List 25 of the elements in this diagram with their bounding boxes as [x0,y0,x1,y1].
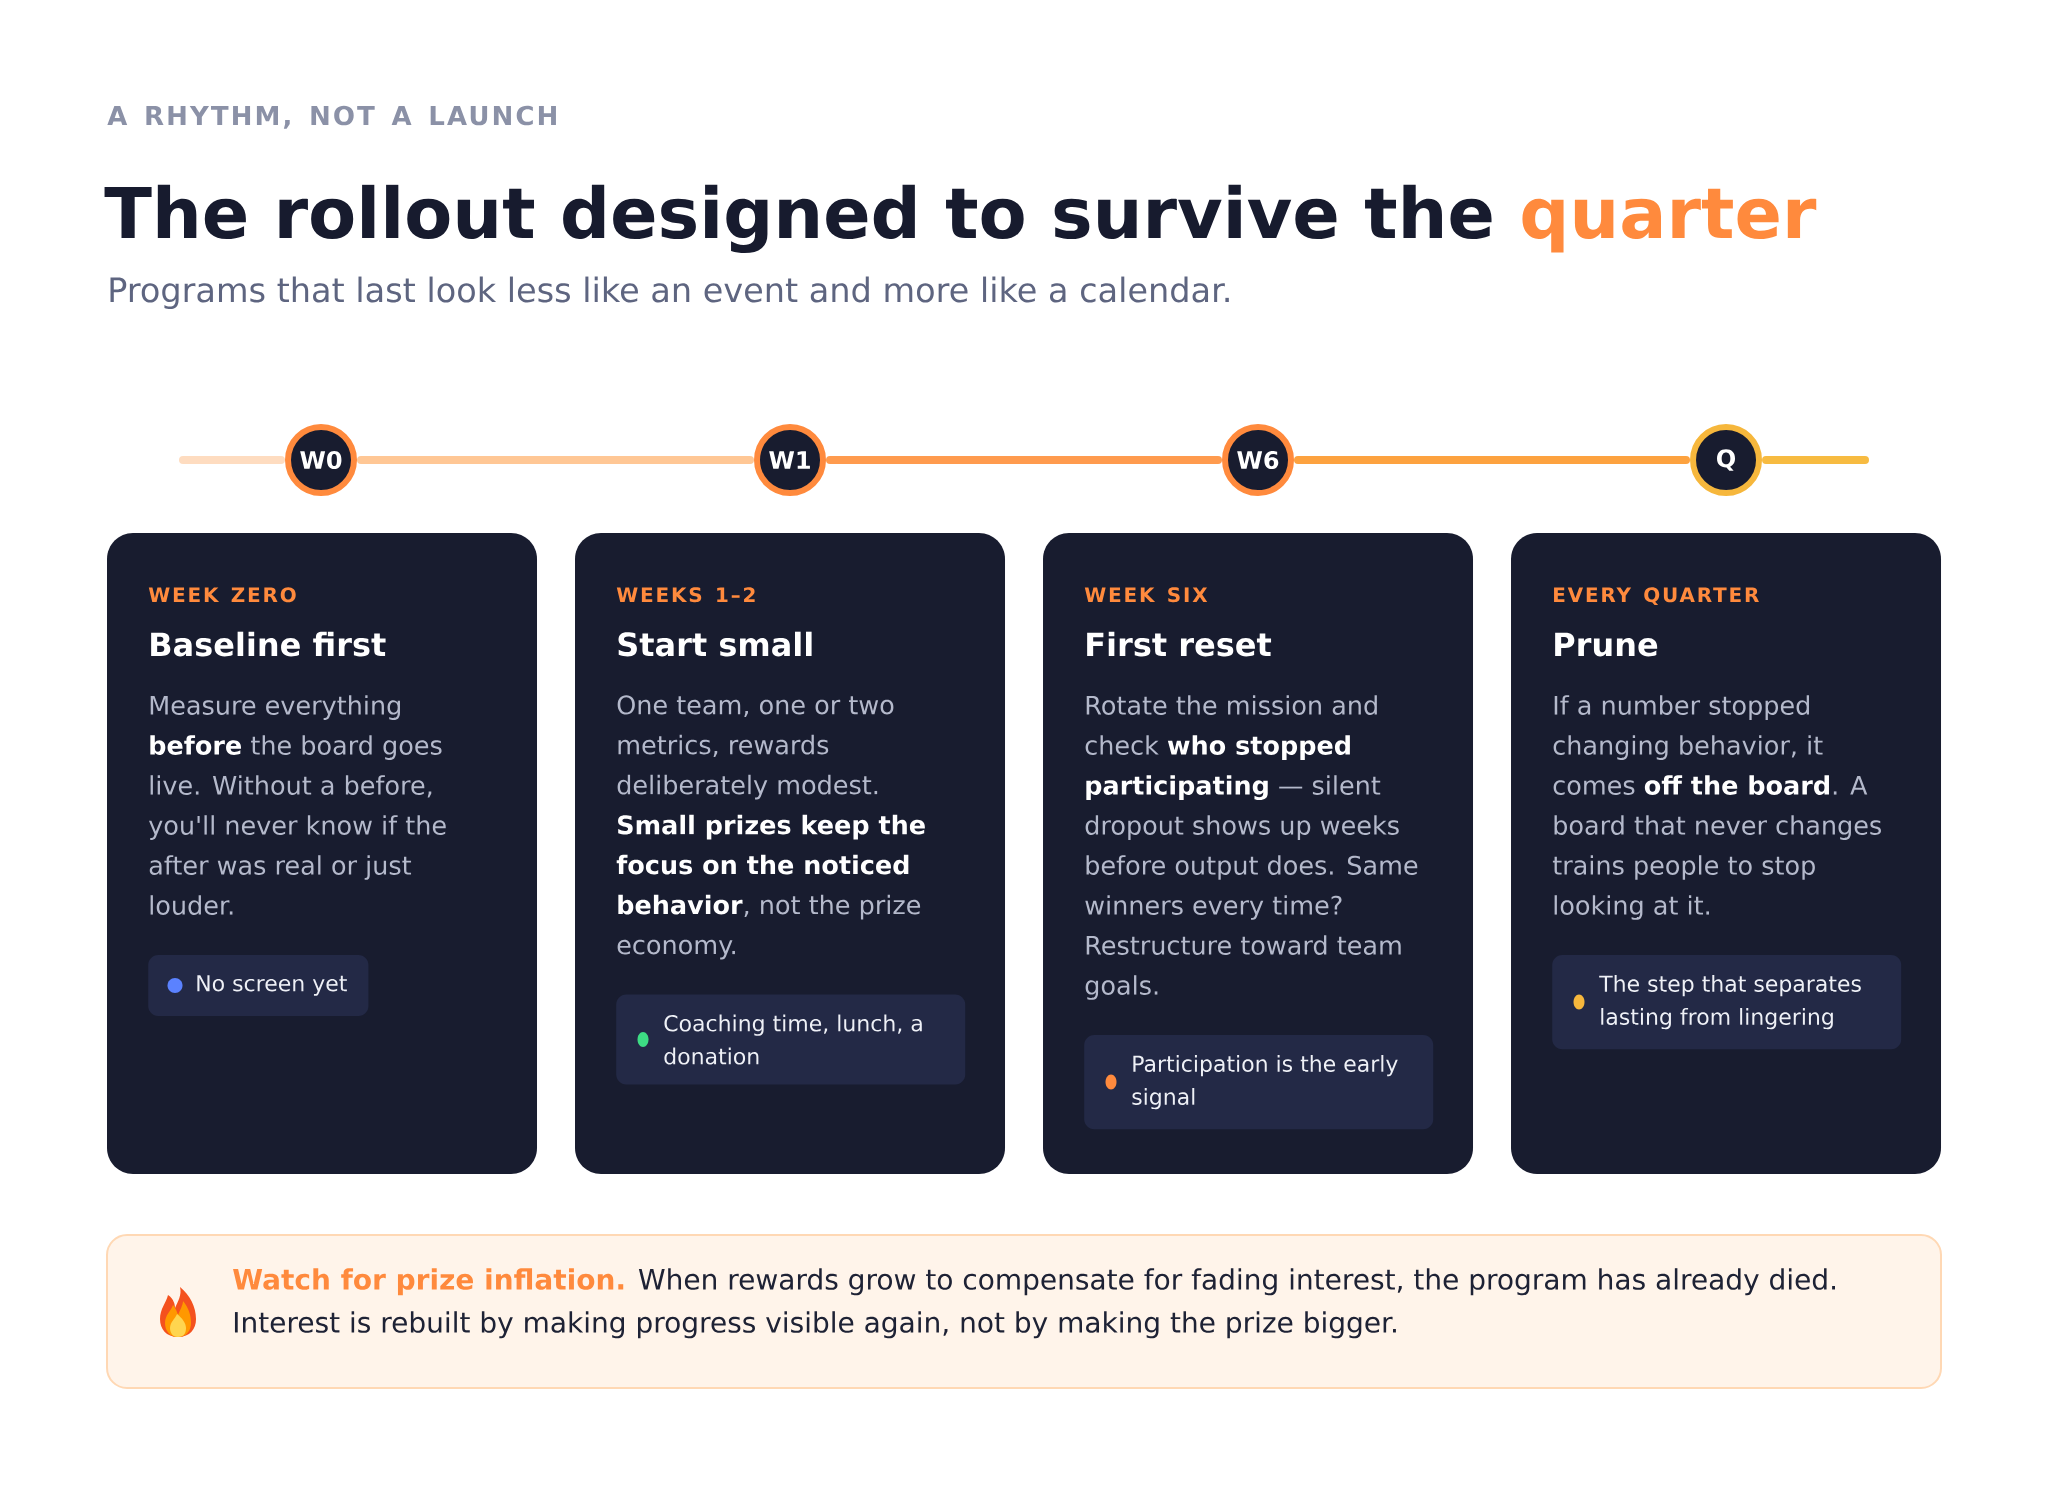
timeline-line [826,456,1222,464]
eyebrow-label: A RHYTHM, NOT A LAUNCH [107,105,556,129]
card-text: Rotate the mission and check who stopped participating — silent dropout shows up weeks before output does. Same winners every time? Restructure toward team goals. [1085,695,1418,1000]
note-tag: Coaching time, lunch, a donation [616,994,966,1085]
note-tag: Participation is the early signal [1084,1034,1434,1130]
note-tag: The step that separates lasting from lingering [1552,955,1902,1050]
note-tag: No screen yet [148,955,369,1016]
timeline-line [179,456,285,464]
week-label: WEEKS 1–2 [616,587,755,603]
card-text: If a number stopped changing behavior, it comes off the board. A board that never changes trains people to stop looking at it. [1552,695,1881,920]
timeline-line [1762,456,1869,464]
week-label: EVERY QUARTER [1554,587,1759,605]
title: The rollout designed to survive the quarter [104,184,1817,254]
card-heading: Start small [618,631,812,657]
timeline-line [357,456,754,464]
warning-callout: Watch for prize inflation. When rewards grow to compensate for fading interest, the program has already died. Interest is rebuilt by making progress visible again, not by making the prize bigger. [106,1234,1942,1389]
week-label: WEEK SIX [1084,587,1208,603]
timeline-line [1294,456,1690,464]
card-heading: Prune [1555,632,1658,657]
card-text: One team, one or two metrics, rewards deliberately modest. Small prizes keep the focus on the noticed behavior, not the prize economy. [616,695,925,960]
card-heading: Baseline first [151,631,386,657]
card-heading: First reset [1087,631,1272,657]
subtitle: Programs that last look less like an event and more like a calendar. [110,276,1229,309]
card-text: Measure everything before the board goes live. Without a before, you'll never know if the after was real or just louder. [148,695,446,915]
week-label: WEEK ZERO [148,587,296,603]
